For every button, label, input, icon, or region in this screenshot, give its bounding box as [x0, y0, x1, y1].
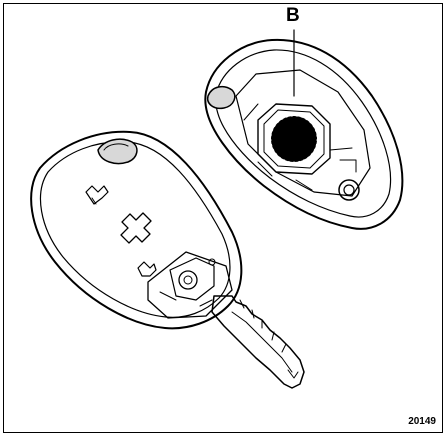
button-top-small	[85, 185, 109, 205]
key-blade	[211, 295, 305, 389]
key-shell-top	[204, 38, 404, 230]
key-shell-bottom	[30, 130, 243, 330]
battery-highlight	[270, 115, 318, 163]
button-cross	[120, 212, 152, 244]
battery-cell	[271, 116, 317, 162]
blade-mechanism	[147, 251, 233, 319]
mounting-post	[338, 179, 360, 201]
battery-holder	[257, 103, 331, 175]
figure-frame	[3, 3, 443, 433]
button-bottom-small	[137, 261, 157, 277]
figure-reference-number: 20149	[408, 416, 436, 427]
callout-label-b: B	[286, 5, 300, 26]
